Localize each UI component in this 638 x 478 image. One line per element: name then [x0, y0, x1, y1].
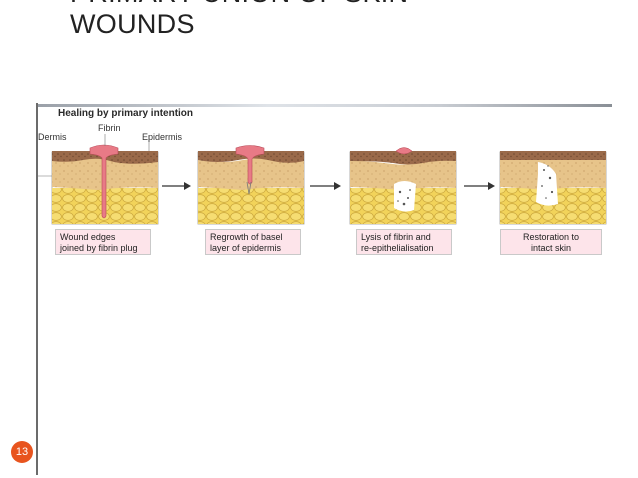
panel-1-tissue — [38, 134, 159, 225]
caption-stage-4-line-2: intact skin — [530, 243, 572, 253]
figure-title: Healing by primary intention — [58, 108, 194, 119]
caption-stage-3-line-1: Lysis of fibrin and — [361, 232, 431, 242]
arrow-3 — [464, 182, 495, 190]
panel-4-tissue — [499, 151, 607, 225]
arrow-1 — [162, 182, 191, 190]
slide-title: PRIMARY UNION OF SKIN WOUNDS — [70, 0, 590, 40]
caption-stage-1-line-2: joined by fibrin plug — [60, 243, 138, 253]
caption-stage-2: Regrowth of basel layer of epidermis — [205, 229, 301, 255]
caption-stage-2-line-2: layer of epidermis — [210, 243, 282, 253]
slide-title-line-1: PRIMARY UNION OF SKIN — [70, 0, 590, 9]
figure-top-bar — [38, 104, 612, 107]
page-number-badge: 13 — [11, 441, 33, 463]
caption-stage-4: Restoration to intact skin — [500, 229, 602, 255]
caption-stage-1-line-1: Wound edges — [60, 232, 116, 242]
caption-stage-3-line-2: re-epithelialisation — [361, 243, 434, 253]
slide-title-line-2: WOUNDS — [70, 9, 195, 39]
healing-diagram-artwork — [38, 134, 607, 225]
label-epidermis: Epidermis — [142, 132, 183, 142]
panel-3-tissue — [349, 147, 457, 225]
label-dermis: Dermis — [38, 132, 67, 142]
caption-stage-4-line-1: Restoration to — [522, 232, 580, 242]
label-fibrin: Fibrin — [98, 123, 121, 133]
arrow-2 — [310, 182, 341, 190]
caption-stage-2-line-1: Regrowth of basel — [210, 232, 283, 242]
panel-2-tissue — [197, 145, 305, 225]
caption-stage-3: Lysis of fibrin and re-epithelialisation — [356, 229, 452, 255]
caption-stage-1: Wound edges joined by fibrin plug — [55, 229, 151, 255]
slide-left-rule — [36, 103, 38, 475]
healing-diagram: Healing by primary intention Dermis Fibr… — [38, 104, 612, 264]
